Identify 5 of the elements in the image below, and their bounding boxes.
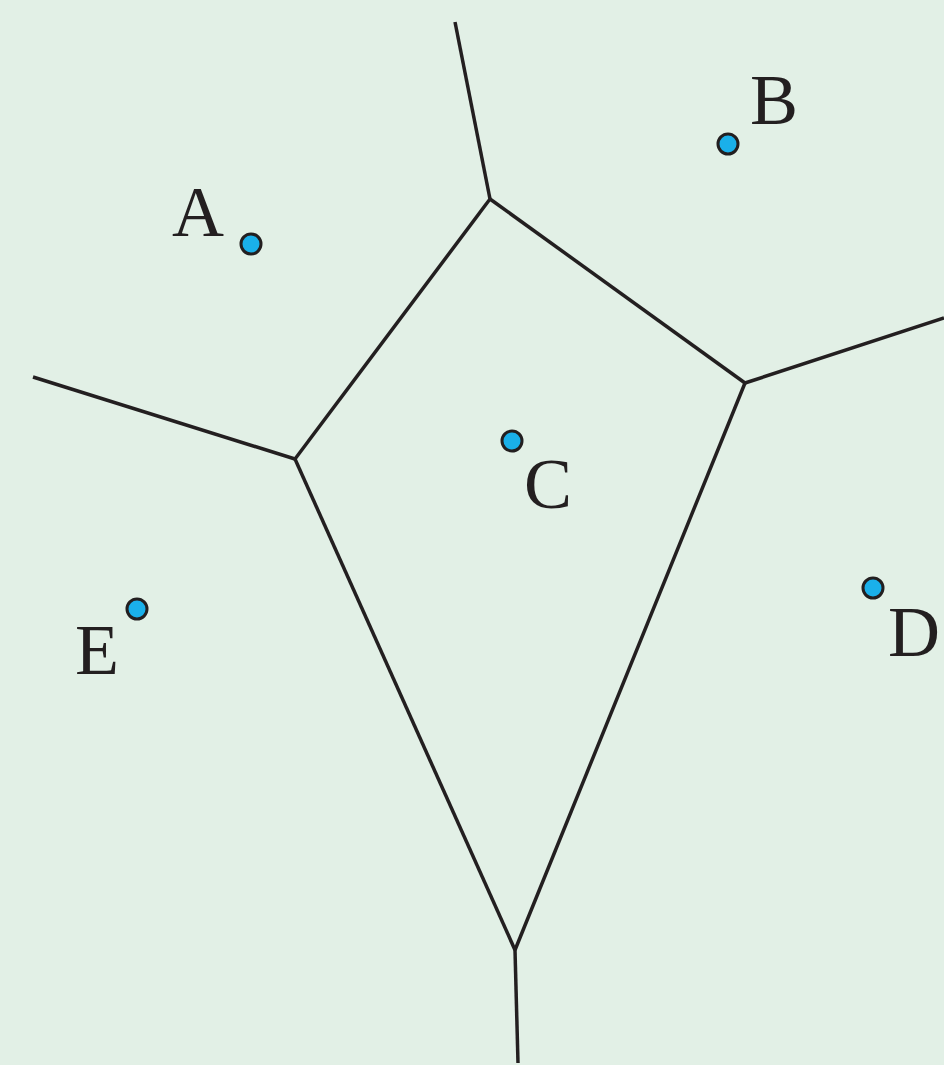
point-label: A [172, 176, 224, 248]
point-label: B [750, 64, 799, 136]
point-label: C [524, 448, 573, 520]
point-label: E [75, 614, 119, 686]
point-label: D [888, 596, 940, 668]
